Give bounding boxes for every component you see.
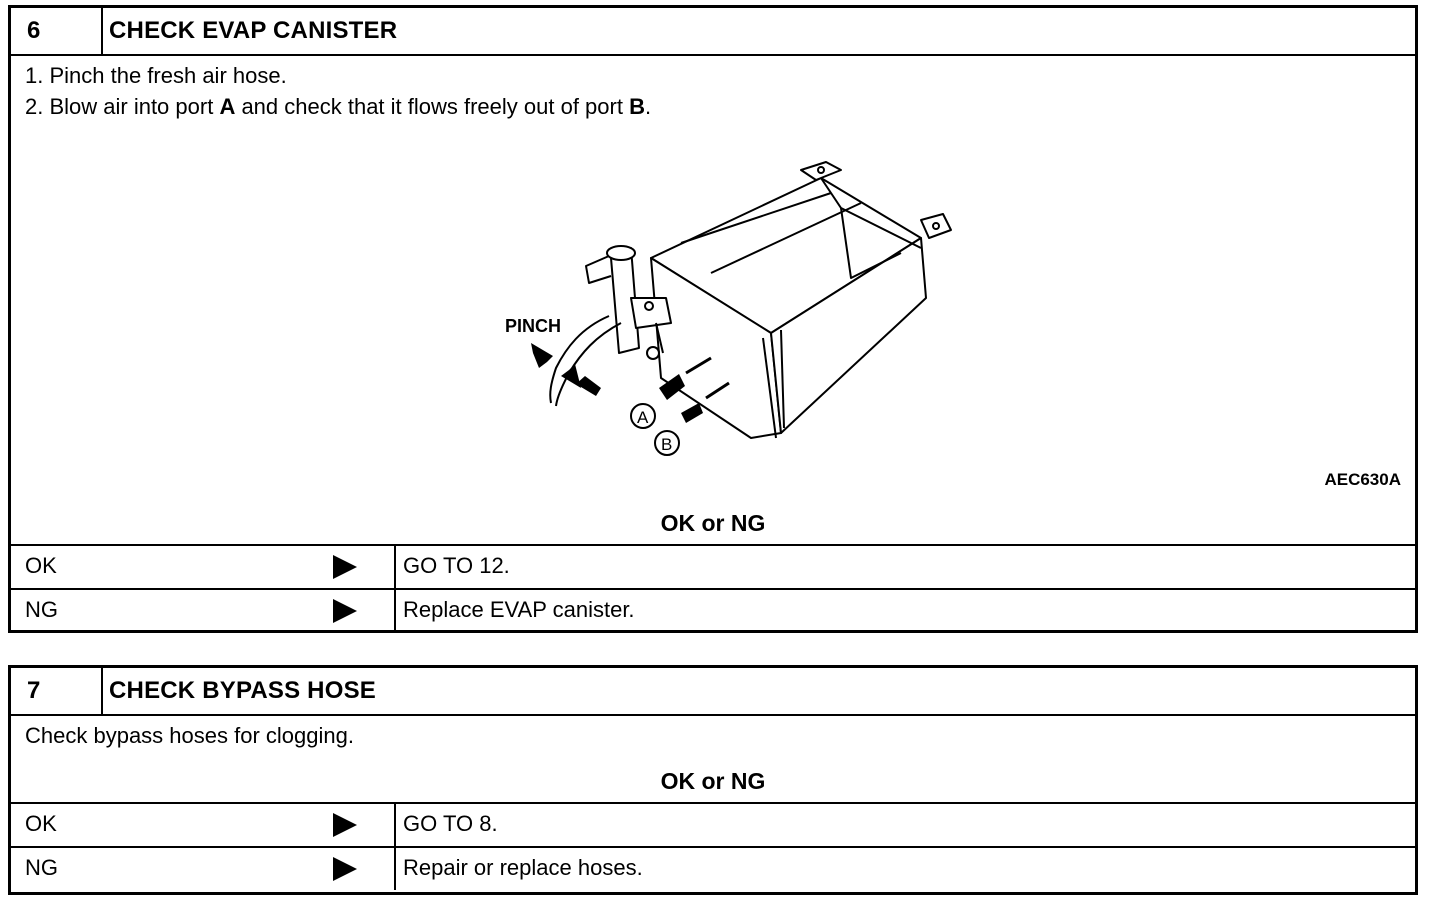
port-a-tube (685, 356, 712, 375)
result-row-ng: NG Repair or replace hoses. (11, 846, 1415, 890)
ok-or-ng-label: OK or NG (660, 768, 766, 794)
mounting-bracket (800, 161, 842, 181)
result-row-ng: NG Replace EVAP canister. (11, 588, 1415, 632)
result-action: Repair or replace hoses. (403, 855, 643, 880)
port-b-arrow-icon (681, 403, 703, 423)
port-b-ref: B (629, 94, 645, 119)
fresh-air-hose (549, 315, 610, 404)
port-a-arrow-icon (659, 374, 685, 400)
result-action: Replace EVAP canister. (403, 597, 635, 622)
result-row-ok: OK GO TO 12. (11, 544, 1415, 588)
ok-or-ng-label: OK or NG (660, 510, 766, 536)
result-label: OK (25, 553, 57, 578)
step-2-text: . (644, 94, 652, 119)
step-7-block: 7 CHECK BYPASS HOSE Check bypass hoses f… (8, 665, 1418, 895)
step-7-header: 7 CHECK BYPASS HOSE (11, 668, 1415, 716)
port-a-ref: A (219, 94, 236, 119)
step-title: CHECK EVAP CANISTER (109, 17, 398, 44)
pinch-label: PINCH (505, 316, 561, 336)
canister-front (650, 257, 782, 439)
result-action: GO TO 8. (403, 811, 498, 836)
result-label: OK (25, 811, 57, 836)
step-2-text: and check that it flows freely out of po… (235, 94, 630, 119)
canister-side (770, 237, 927, 434)
result-label: NG (25, 597, 58, 622)
step-6-header: 6 CHECK EVAP CANISTER (11, 8, 1415, 56)
step-number: 7 (11, 668, 103, 714)
pinch-arrow-icon (561, 364, 581, 388)
port-b-label: B (661, 435, 672, 454)
step-number: 6 (11, 8, 103, 54)
play-arrow-icon (333, 857, 357, 881)
instruction-step-2: 2. Blow air into port A and check that i… (25, 94, 651, 120)
pinch-arrow-icon (531, 343, 553, 368)
step-6-block: 6 CHECK EVAP CANISTER 1. Pinch the fresh… (8, 5, 1418, 633)
instruction-text: Check bypass hoses for clogging. (25, 723, 354, 748)
mounting-bracket (920, 213, 952, 239)
port-a-label: A (637, 408, 649, 427)
evap-canister-figure: PINCH A B (505, 161, 952, 456)
result-label: NG (25, 855, 58, 880)
play-arrow-icon (333, 555, 357, 579)
result-row-ok: OK GO TO 8. (11, 802, 1415, 846)
result-action: GO TO 12. (403, 553, 510, 578)
play-arrow-icon (333, 813, 357, 837)
port-b-tube (705, 381, 730, 400)
step-2-text: 2. Blow air into port (25, 94, 220, 119)
figure-code: AEC630A (1324, 470, 1401, 489)
play-arrow-icon (333, 599, 357, 623)
step-title: CHECK BYPASS HOSE (109, 677, 377, 704)
instruction-step-1: 1. Pinch the fresh air hose. (25, 63, 287, 88)
